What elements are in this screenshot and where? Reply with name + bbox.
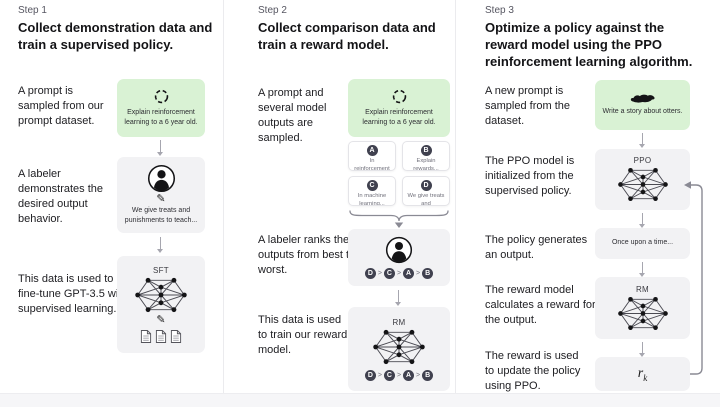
otter-icon	[630, 92, 656, 104]
option-letter-badge: D	[420, 180, 432, 191]
option-letter-badge: A	[366, 145, 378, 156]
option-letter-badge: B	[420, 145, 432, 156]
ranking-row: D > C > A > B	[364, 369, 434, 381]
step-3-heading: Optimize a policy against the reward mod…	[485, 20, 693, 70]
output-option-d: D We give treats and punishments to teac…	[402, 176, 450, 206]
option-letter-badge: C	[366, 180, 378, 191]
step-1-heading: Collect demonstration data and train a s…	[18, 20, 213, 53]
rm-model-box: RM D > C > A > B	[348, 307, 450, 391]
reward-value-box: rk	[595, 357, 690, 391]
refresh-icon	[391, 88, 408, 105]
curly-brace-icon	[348, 209, 450, 229]
step-1-caption-labeler: A labeler demonstrates the desired outpu…	[18, 168, 103, 225]
prompt-box-step1: Explain reinforcement learning to a 6 ye…	[117, 79, 205, 137]
step-3-caption-new-prompt: A new prompt is sampled from the dataset…	[485, 85, 570, 127]
neural-network-icon	[373, 328, 425, 366]
step-3-caption-generates: The policy generates an output.	[485, 234, 588, 261]
sft-label: SFT	[152, 265, 169, 275]
step-1-caption-prompt: A prompt is sampled from our prompt data…	[18, 85, 104, 127]
down-arrow-icon	[157, 237, 163, 253]
step-3-caption-reward-calc: The reward model calculates a reward for…	[485, 284, 596, 326]
step-1-label: Step 1	[18, 5, 47, 16]
prompt-box-step3: Write a story about otters.	[595, 80, 690, 130]
prompt-text: Explain reinforcement learning to a 6 ye…	[124, 108, 198, 126]
down-arrow-icon	[639, 342, 645, 357]
down-arrow-icon	[639, 133, 645, 148]
labeler-person-icon	[147, 164, 176, 193]
rm-model-box-step3: RM	[595, 277, 690, 339]
pencil-icon: ✎	[156, 313, 166, 326]
column-divider	[223, 0, 224, 393]
refresh-icon	[153, 88, 170, 105]
labeler-box-step1: ✎ We give treats and punishments to teac…	[117, 157, 205, 233]
down-arrow-icon	[639, 262, 645, 277]
down-arrow-icon	[639, 213, 645, 228]
ppo-model-box: PPO	[595, 149, 690, 210]
step-2-caption-train: This data is used to train our reward mo…	[258, 314, 348, 356]
labeler-rank-box: D > C > A > B	[348, 229, 450, 286]
generated-output-text: Once upon a time...	[611, 239, 674, 247]
step-3-label: Step 3	[485, 5, 514, 16]
pencil-icon: ✎	[156, 192, 166, 205]
step-2-caption-ranks: A labeler ranks the outputs from best to…	[258, 234, 356, 276]
neural-network-icon	[135, 276, 187, 314]
output-option-b: B Explain rewards...	[402, 141, 450, 171]
output-option-c: C In machine learning...	[348, 176, 396, 206]
rm-label: RM	[635, 284, 650, 294]
labeler-demo-text: We give treats and punishments to teach.…	[124, 206, 198, 224]
step-2-label: Step 2	[258, 5, 287, 16]
column-divider	[455, 0, 456, 393]
prompt-text: Explain reinforcement learning to a 6 ye…	[362, 108, 436, 126]
neural-network-icon	[617, 295, 668, 332]
documents-icon	[140, 329, 182, 344]
page-bottom-strip	[0, 393, 720, 407]
step-3-caption-update: The reward is used to update the policy …	[485, 350, 581, 392]
ranking-row: D > C > A > B	[364, 268, 434, 279]
prompt-text: Write a story about otters.	[602, 108, 683, 116]
step-1-caption-finetune: This data is used to fine-tune GPT-3.5 w…	[18, 273, 128, 315]
output-option-a: A In reinforcement learning, the agent i…	[348, 141, 396, 171]
rm-label: RM	[392, 317, 406, 327]
neural-network-icon	[617, 166, 668, 203]
feedback-loop-arrow-icon	[680, 178, 710, 380]
reward-symbol: rk	[637, 365, 648, 383]
output-text-box: Once upon a time...	[595, 228, 690, 259]
step-2-caption-sampled: A prompt and several model outputs are s…	[258, 87, 327, 144]
down-arrow-icon	[157, 140, 163, 156]
step-2-heading: Collect comparison data and train a rewa…	[258, 20, 436, 53]
down-arrow-icon	[395, 290, 401, 306]
prompt-box-step2: Explain reinforcement learning to a 6 ye…	[348, 79, 450, 137]
ppo-label: PPO	[633, 156, 652, 165]
sft-model-box: SFT ✎	[117, 256, 205, 353]
labeler-person-icon	[385, 236, 413, 264]
step-3-caption-init: The PPO model is initialized from the su…	[485, 155, 575, 197]
